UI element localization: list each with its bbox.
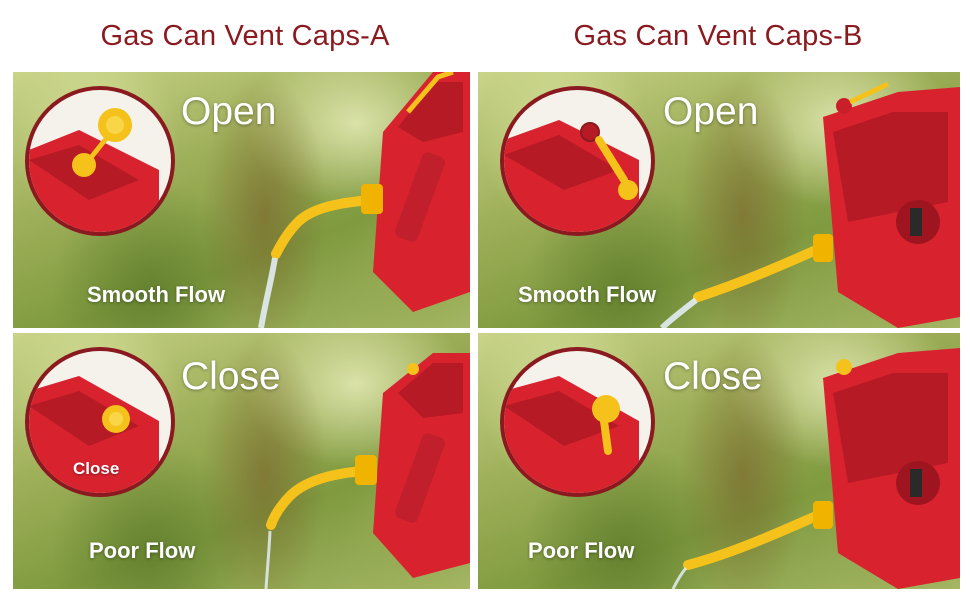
- caps-b-heading: Gas Can Vent Caps-B: [573, 20, 863, 52]
- red-fuel-can: [373, 353, 470, 578]
- inset-vent-cap-b-open: [500, 86, 655, 236]
- fuel-stream: [659, 297, 698, 328]
- yellow-spout: [683, 501, 833, 570]
- flow-label-smooth: Smooth Flow: [518, 282, 657, 307]
- vent-cap: [406, 72, 454, 114]
- flow-label-smooth: Smooth Flow: [87, 282, 226, 307]
- state-label-open: Open: [663, 90, 759, 133]
- panel-caps-b-close: Close Poor Flow: [478, 333, 960, 589]
- red-fuel-can: [823, 87, 960, 328]
- yellow-spout: [693, 234, 833, 302]
- panel-caps-b-open: Open Smooth Flow: [478, 72, 960, 328]
- fuel-can-illustration: [258, 72, 470, 328]
- state-label-open: Open: [181, 90, 277, 133]
- inset-vent-cap-b-close: [500, 347, 655, 497]
- red-fuel-can: [373, 72, 470, 312]
- yellow-spout: [266, 455, 377, 530]
- inset-vent-cap-a-close: Close: [25, 347, 175, 497]
- yellow-spout: [271, 184, 383, 259]
- state-label-close: Close: [663, 355, 763, 398]
- flow-label-poor: Poor Flow: [89, 538, 196, 563]
- panel-caps-a-open: Open Smooth Flow: [13, 72, 470, 328]
- fuel-stream: [264, 530, 272, 589]
- panel-caps-a-close: Close Close Poor Flow: [13, 333, 470, 589]
- fuel-can-illustration: [659, 81, 960, 328]
- flow-label-poor: Poor Flow: [528, 538, 635, 563]
- fuel-stream: [671, 567, 688, 589]
- state-label-close: Close: [181, 355, 281, 398]
- red-fuel-can: [823, 348, 960, 589]
- fuel-can-illustration: [264, 353, 470, 589]
- inset-vent-cap-a-open: [25, 86, 175, 236]
- fuel-can-illustration: [671, 348, 960, 589]
- fuel-stream: [258, 257, 278, 328]
- inset-label-close: Close: [73, 459, 120, 478]
- caps-a-heading: Gas Can Vent Caps-A: [100, 20, 390, 52]
- vent-cap: [836, 81, 890, 114]
